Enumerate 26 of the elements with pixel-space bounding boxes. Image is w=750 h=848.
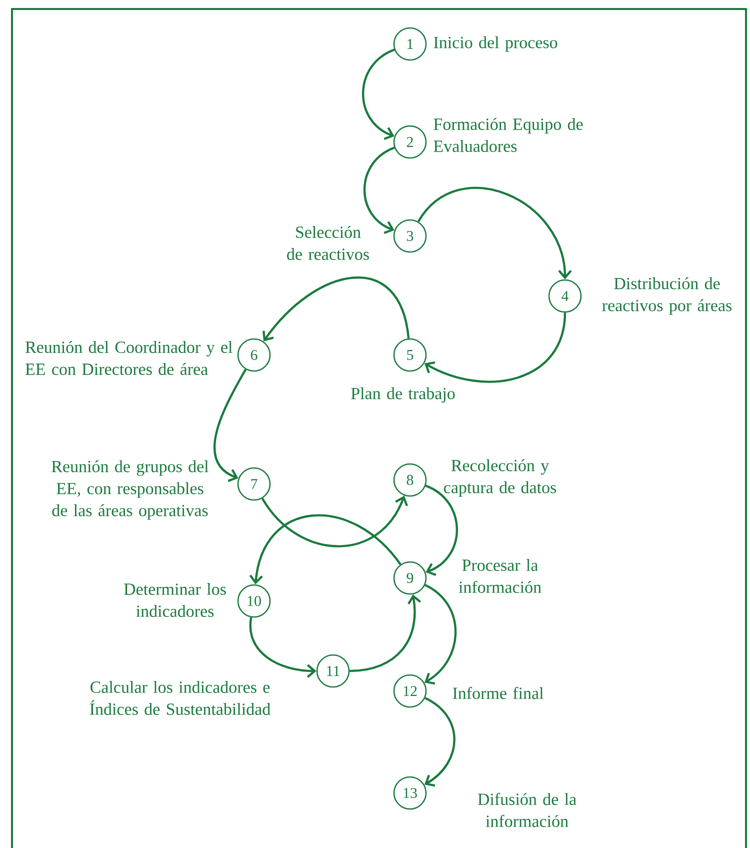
step-label: Recolección y captura de datos: [444, 459, 556, 497]
step-label: Plan de trabajo: [351, 387, 455, 403]
step-label: Informe final: [452, 686, 544, 700]
step-label: Difusión de la información: [478, 792, 576, 828]
arrow: [363, 146, 395, 234]
step-label: Calcular los indicadores e Índices de Sustentabilidad: [90, 681, 270, 715]
arrow: [424, 697, 456, 787]
step-label: Reunión de grupos del EE, con responsables de las áreas operativas: [52, 460, 208, 520]
step-label: Reunión del Coordinador y el EE con Directores de área: [25, 341, 232, 375]
arrow: [424, 584, 457, 685]
step-label: Selección de reactivos: [287, 226, 369, 260]
arrow: [261, 496, 408, 548]
arrow: [350, 594, 421, 672]
step-label: Distribución de reactivos por áreas: [602, 277, 732, 315]
step-label: Determinar los indicadores: [124, 583, 226, 617]
step-label: Procesar la información: [458, 559, 542, 593]
arrow: [362, 48, 395, 140]
arrow: [249, 617, 316, 678]
arrow: [417, 186, 572, 280]
step-label: Formación Equipo de Evaluadores: [434, 118, 583, 152]
arrow: [262, 276, 410, 342]
step-label: Inicio del proceso: [434, 36, 558, 52]
arrow: [214, 368, 247, 482]
arrow: [249, 514, 402, 584]
arrow: [425, 484, 458, 576]
arrow: [424, 312, 566, 383]
